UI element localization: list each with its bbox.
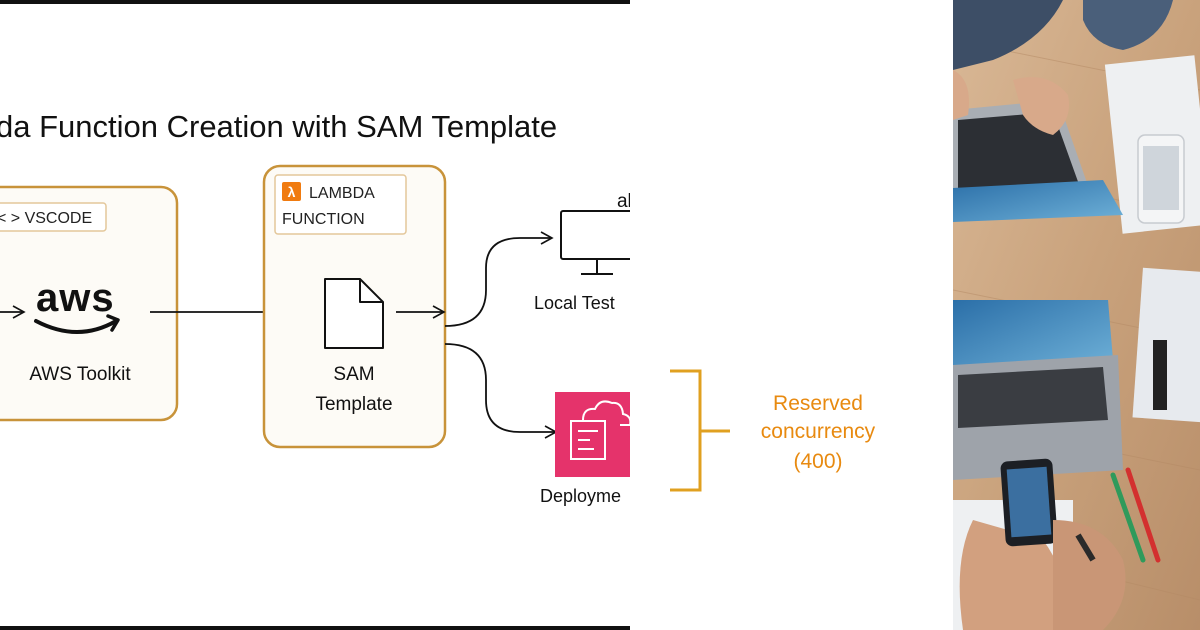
green-pen	[1110, 472, 1146, 563]
person-sleeve	[953, 0, 1063, 70]
phone-screen	[1143, 146, 1179, 210]
usb-stick	[1153, 340, 1167, 410]
deploy-doc-icon	[570, 420, 606, 460]
laptop-keyboard-2	[958, 367, 1108, 428]
lambda-badge-line2: FUNCTION	[282, 211, 365, 228]
lambda-badge-line1: LAMBDA	[309, 185, 375, 202]
to-local-test-arrow	[444, 231, 554, 327]
document-fold-icon	[359, 279, 383, 303]
person-sleeve-2	[1083, 0, 1173, 50]
local-note-line1: all	[617, 191, 630, 212]
lambda-logo-icon	[282, 182, 301, 201]
reserved-line1: Reserved	[773, 392, 863, 415]
red-pen	[1125, 467, 1161, 563]
top-border	[0, 0, 630, 4]
to-deployment-arrow	[444, 343, 558, 439]
hand-3	[1053, 520, 1126, 630]
vscode-badge	[0, 202, 107, 232]
desk-photo	[953, 0, 1200, 630]
lambda-symbol-icon: λ	[288, 184, 296, 200]
bracket-shape	[670, 369, 702, 492]
desk-photo-illustration	[953, 0, 1200, 630]
bracelet	[1075, 533, 1096, 562]
deployment-label: Deployme	[540, 486, 621, 506]
architecture-diagram: da Function Creation with SAM Template <…	[0, 0, 630, 630]
aws-toolkit-label: AWS Toolkit	[29, 364, 131, 385]
aws-smile-arrow-icon	[106, 314, 120, 332]
reserved-line3: (400)	[793, 450, 842, 473]
diagram-title: da Function Creation with SAM Template	[0, 109, 557, 144]
aws-logo-text: aws	[36, 276, 115, 320]
sam-label-line1: SAM	[333, 364, 374, 385]
document-icon	[324, 278, 384, 349]
hand-holding-phone	[959, 520, 1066, 630]
diagram-canvas: da Function Creation with SAM Template <…	[0, 109, 630, 506]
reserved-line2: concurrency	[761, 420, 876, 443]
monitor-icon	[560, 210, 630, 260]
vscode-label: < > VSCODE	[0, 210, 92, 227]
aws-smile-icon	[34, 319, 118, 334]
paper-sheet-2	[1132, 267, 1200, 423]
hand	[1013, 77, 1069, 135]
lambda-badge	[274, 174, 407, 235]
smartphone-screen	[1006, 466, 1052, 538]
bottom-border	[0, 626, 630, 630]
deployment-icon	[555, 392, 630, 477]
laptop-screen	[953, 180, 1123, 222]
vscode-container	[0, 185, 179, 422]
reserved-annotation: Reserved concurrency (400)	[670, 369, 876, 492]
sam-label-line2: Template	[315, 394, 392, 415]
local-test-label: Local Test	[534, 293, 615, 313]
hand-2	[953, 70, 969, 120]
cloud-icon	[582, 400, 630, 426]
laptop-screen-2	[953, 300, 1113, 370]
